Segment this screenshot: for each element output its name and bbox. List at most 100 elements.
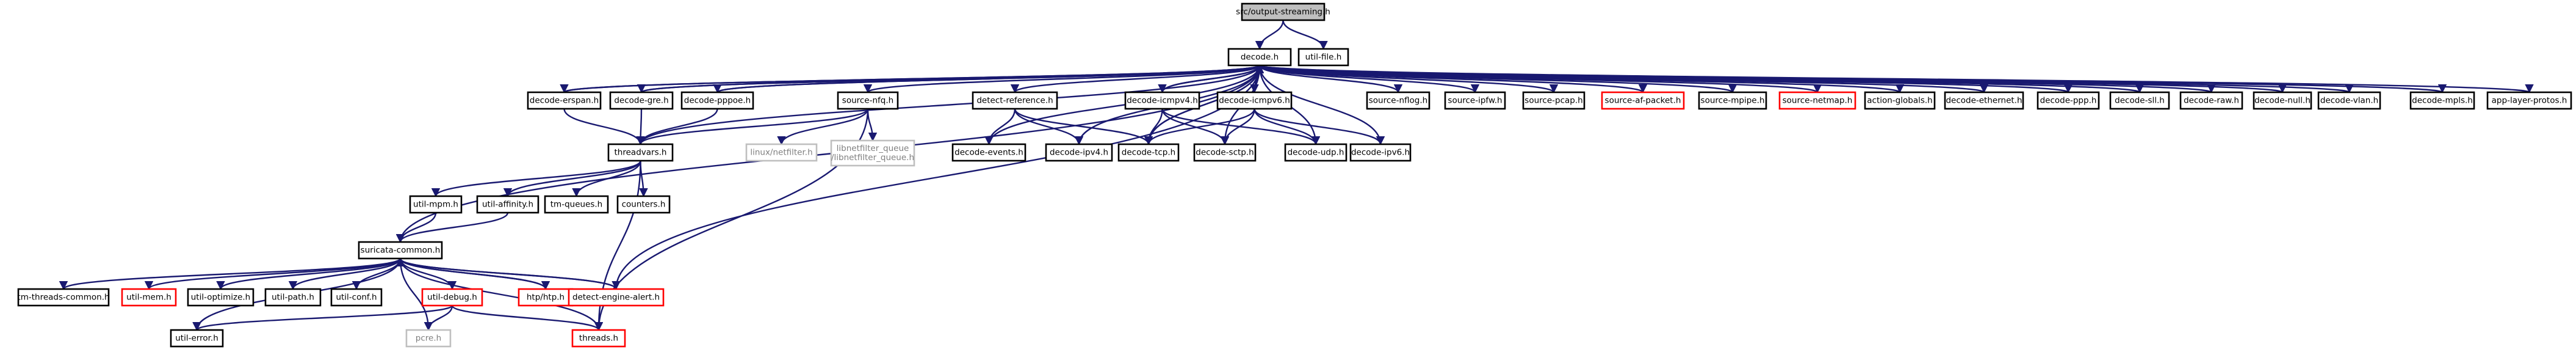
node-box-utilfile [1297,48,1349,67]
node-raw[interactable]: decode-raw.h [2179,91,2243,110]
node-box-ipfw [1444,91,1506,110]
node-label-ethernet: decode-ethernet.h [1946,96,2022,106]
node-ipv6[interactable]: decode-ipv6.h [1349,143,1412,162]
node-pppoe[interactable]: decode-pppoe.h [680,91,754,110]
node-label-utilpath: util-path.h [272,293,314,302]
node-actglob[interactable]: action-globals.h [1864,91,1936,110]
node-box-utilmem [121,288,177,307]
node-devents[interactable]: decode-events.h [951,143,1026,162]
node-box-erspan [527,91,602,110]
node-label-utilmem: util-mem.h [126,293,171,302]
node-utildebug[interactable]: util-debug.h [421,288,483,307]
node-box-utildebug [421,288,483,307]
node-utilfile[interactable]: util-file.h [1297,48,1349,67]
edge-pppoe-to-decode [716,64,1264,94]
edge-threadvars-to-utilaff [503,160,641,197]
node-mpipe[interactable]: source-mpipe.h [1698,91,1767,110]
node-detalert[interactable]: detect-engine-alert.h [568,288,665,307]
edge-icmpv4-to-tcp [1144,108,1163,145]
node-label-sctp: decode-sctp.h [1196,148,1254,158]
node-box-root [1241,2,1326,21]
node-utilmem[interactable]: util-mem.h [121,288,177,307]
node-tmthreads[interactable]: tm-threads-common.h [17,288,110,307]
node-vlan[interactable]: decode-vlan.h [2317,91,2381,110]
node-sll[interactable]: decode-sll.h [2109,91,2170,110]
node-utilpath[interactable]: util-path.h [264,288,322,307]
node-udp[interactable]: decode-udp.h [1284,143,1348,162]
edge-pppoe-to-threadvars [636,108,718,145]
edge-icmpv6-to-sctp [1220,108,1255,145]
node-box-ppp [2037,91,2100,110]
node-tcp[interactable]: decode-tcp.h [1117,143,1180,162]
edge-icmpv6-to-tcp [1144,108,1255,145]
node-label-root: src/output-streaming.h [1236,7,1330,17]
node-tmqueues[interactable]: tm-queues.h [544,195,609,214]
edge-icmpv4-to-sctp [1161,108,1230,145]
edge-suricata-to-utilmem [145,257,402,290]
edge-decode-to-detref [1011,64,1261,94]
edge-utildebug-to-utilerror [192,304,453,331]
node-label-devents: decode-events.h [954,148,1023,158]
node-pcre[interactable]: pcre.h [405,329,452,348]
edge-suricata-to-pcre [399,258,433,331]
node-null[interactable]: decode-null.h [2253,91,2312,110]
node-box-mpipe [1698,91,1767,110]
node-libnf[interactable]: libnetfilter_queue/libnetfilter_queue.h [830,139,915,167]
node-ethernet[interactable]: decode-ethernet.h [1944,91,2024,110]
node-root[interactable]: src/output-streaming.h [1236,2,1330,21]
node-pcap[interactable]: source-pcap.h [1522,91,1586,110]
node-label-erspan: decode-erspan.h [530,96,599,106]
node-label-vlan: decode-vlan.h [2320,96,2378,106]
node-box-suricata [358,241,443,260]
node-counters[interactable]: counters.h [616,195,671,214]
node-box-threads [571,329,626,348]
node-threadvars[interactable]: threadvars.h [607,143,674,162]
node-label-utildebug: util-debug.h [427,293,477,302]
node-netmap[interactable]: source-netmap.h [1778,91,1856,110]
node-sctp[interactable]: decode-sctp.h [1193,143,1257,162]
node-threads[interactable]: threads.h [571,329,626,348]
node-htp[interactable]: htp/htp.h [518,288,574,307]
node-nfq[interactable]: source-nfq.h [837,91,899,110]
node-applayer[interactable]: app-layer-protos.h [2486,91,2572,110]
node-utilerror[interactable]: util-error.h [170,329,224,348]
node-label-counters: counters.h [622,200,666,210]
node-box-raw [2179,91,2243,110]
node-erspan[interactable]: decode-erspan.h [527,91,602,110]
node-gre[interactable]: decode-gre.h [609,91,674,110]
node-label-suricata: suricata-common.h [361,246,441,255]
edge-detref-to-devents [984,108,1016,145]
node-box-ethernet [1944,91,2024,110]
node-nflog[interactable]: source-nflog.h [1366,91,1431,110]
node-label-pppoe: decode-pppoe.h [684,96,751,106]
node-detref[interactable]: detect-reference.h [972,91,1058,110]
node-utilconf[interactable]: util-conf.h [330,288,383,307]
node-box-libnf [830,139,915,167]
node-box-actglob [1864,91,1936,110]
node-label-threadvars: threadvars.h [615,148,667,158]
node-label-utilopt: util-optimize.h [191,293,251,302]
edge-suricata-to-utilpath [288,258,402,290]
node-linuxnf[interactable]: linux/netfilter.h [745,143,818,162]
node-box-netmap [1778,91,1856,110]
node-ppp[interactable]: decode-ppp.h [2037,91,2100,110]
node-ipv4[interactable]: decode-ipv4.h [1045,143,1113,162]
node-utilmpm[interactable]: util-mpm.h [409,195,463,214]
node-label-utilmpm: util-mpm.h [413,200,458,210]
edge-tcp-to-decode [1147,64,1265,145]
edge-decode-to-ipv6 [1258,65,1385,145]
node-ipfw[interactable]: source-ipfw.h [1444,91,1506,110]
edge-suricata-to-threads [399,258,604,331]
edge-erspan-to-threadvars [563,108,645,145]
node-icmpv4[interactable]: decode-icmpv4.h [1124,91,1200,110]
node-utilopt[interactable]: util-optimize.h [187,288,254,307]
node-afpacket[interactable]: source-af-packet.h [1601,91,1685,110]
node-label-nfq: source-nfq.h [842,96,893,106]
node-mpls[interactable]: decode-mpls.h [2409,91,2475,110]
node-icmpv6[interactable]: decode-icmpv6.h [1216,91,1293,110]
node-label-raw: decode-raw.h [2184,96,2239,106]
node-box-vlan [2317,91,2381,110]
node-utilaff[interactable]: util-affinity.h [476,195,539,214]
node-decode[interactable]: decode.h [1227,48,1292,67]
node-suricata[interactable]: suricata-common.h [358,241,443,260]
